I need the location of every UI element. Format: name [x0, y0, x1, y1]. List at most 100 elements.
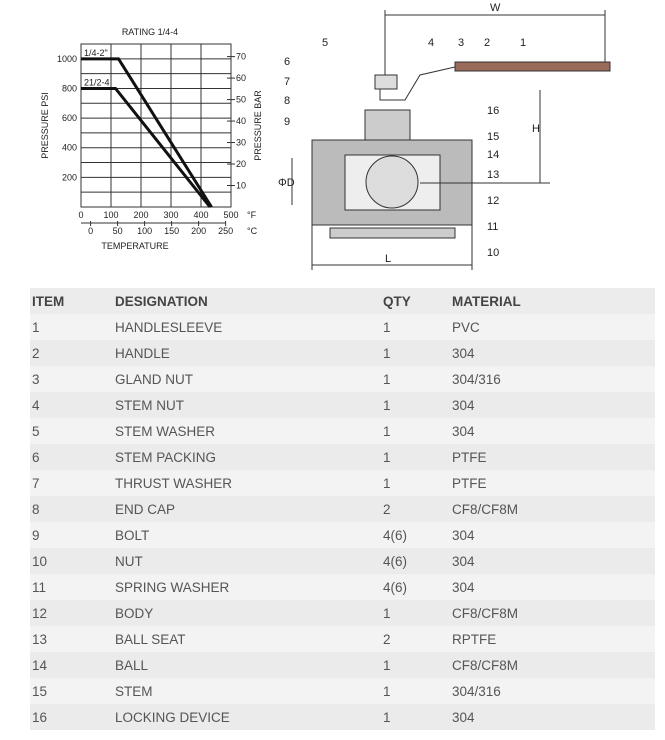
x-tick-label: 500 [223, 210, 238, 220]
x2-tick-label: 100 [137, 226, 152, 236]
cell-material: 304/316 [452, 366, 655, 392]
cell-designation: HANDLE [115, 340, 383, 366]
cell-qty: 1 [383, 704, 452, 730]
cell-qty: 1 [383, 600, 452, 626]
cell-material: RPTFE [452, 626, 655, 652]
callout-4: 4 [428, 37, 434, 49]
callout-12: 12 [487, 195, 499, 207]
cell-qty: 1 [383, 314, 452, 340]
y2-tick-label: 60 [236, 73, 246, 83]
cell-material: 304 [452, 392, 655, 418]
x2-tick-label: 150 [164, 226, 179, 236]
cell-material: 304 [452, 340, 655, 366]
cell-qty: 1 [383, 366, 452, 392]
cell-qty: 4(6) [383, 548, 452, 574]
cell-material: CF8/CF8M [452, 600, 655, 626]
cell-designation: NUT [115, 548, 383, 574]
y2-tick-label: 70 [236, 52, 246, 62]
cell-item: 14 [30, 652, 115, 678]
dimension-d: ΦD [278, 177, 295, 189]
series-line-1 [81, 86, 212, 208]
header-item: ITEM [30, 288, 115, 314]
cell-designation: LOCKING DEVICE [115, 704, 383, 730]
cell-qty: 1 [383, 340, 452, 366]
cell-material: CF8/CF8M [452, 496, 655, 522]
cell-designation: BODY [115, 600, 383, 626]
cell-qty: 1 [383, 678, 452, 704]
callout-10: 10 [487, 247, 499, 259]
cell-item: 5 [30, 418, 115, 444]
cell-qty: 1 [383, 470, 452, 496]
series-label-1: 21/2-4 [84, 77, 110, 87]
cell-designation: BALL SEAT [115, 626, 383, 652]
callout-15: 15 [487, 131, 499, 143]
callout-1: 1 [520, 37, 526, 49]
cell-item: 13 [30, 626, 115, 652]
y2-tick-label: 40 [236, 116, 246, 126]
callout-16: 16 [487, 105, 499, 117]
y-axis-label: PRESSURE PSI [40, 92, 50, 159]
callout-6: 6 [284, 56, 290, 68]
cell-designation: HANDLESLEEVE [115, 314, 383, 340]
dimension-h: H [532, 123, 540, 135]
y2-axis-label: PRESSURE BAR [253, 90, 263, 161]
callout-9: 9 [284, 116, 290, 128]
series-line-0 [81, 57, 213, 208]
callout-2: 2 [484, 37, 490, 49]
cell-designation: SPRING WASHER [115, 574, 383, 600]
x2-unit-label: °C [247, 226, 258, 236]
cell-material: PTFE [452, 444, 655, 470]
callout-5: 5 [322, 37, 328, 49]
y-tick-label: 800 [62, 83, 77, 93]
cell-material: 304 [452, 704, 655, 730]
cell-material: 304 [452, 548, 655, 574]
cell-qty: 4(6) [383, 522, 452, 548]
x2-tick-label: 200 [191, 226, 206, 236]
y-tick-label: 400 [62, 143, 77, 153]
y2-tick-label: 50 [236, 95, 246, 105]
cell-item: 11 [30, 574, 115, 600]
x2-tick-label: 250 [218, 226, 233, 236]
cell-material: PVC [452, 314, 655, 340]
callout-7: 7 [284, 76, 290, 88]
callout-13: 13 [487, 169, 499, 181]
chart-title: RATING 1/4-4 [122, 27, 178, 37]
header-qty: QTY [383, 288, 452, 314]
y-tick-label: 1000 [57, 54, 77, 64]
x-tick-label: 300 [163, 210, 178, 220]
part-number-callouts: 1 2 3 4 5 6 7 8 9 10 11 12 13 14 15 16 W… [278, 2, 540, 265]
x-unit-label: °F [247, 210, 257, 220]
y2-tick-label: 20 [236, 159, 246, 169]
x-tick-label: 400 [193, 210, 208, 220]
cell-item: 10 [30, 548, 115, 574]
cell-designation: BOLT [115, 522, 383, 548]
cell-designation: STEM WASHER [115, 418, 383, 444]
x-tick-label: 200 [133, 210, 148, 220]
cell-designation: STEM NUT [115, 392, 383, 418]
x-tick-label: 0 [78, 210, 83, 220]
cell-qty: 1 [383, 444, 452, 470]
cell-material: 304 [452, 522, 655, 548]
cell-qty: 1 [383, 392, 452, 418]
cell-item: 7 [30, 470, 115, 496]
cell-item: 1 [30, 314, 115, 340]
cell-item: 3 [30, 366, 115, 392]
x-axis-label: TEMPERATURE [101, 241, 168, 251]
table-header-row: ITEM DESIGNATION QTY MATERIAL [30, 288, 655, 314]
valve-cross-section-diagram: 1 2 3 4 5 6 7 8 9 10 11 12 13 14 15 16 W… [278, 2, 611, 270]
cell-item: 6 [30, 444, 115, 470]
cell-designation: BALL [115, 652, 383, 678]
